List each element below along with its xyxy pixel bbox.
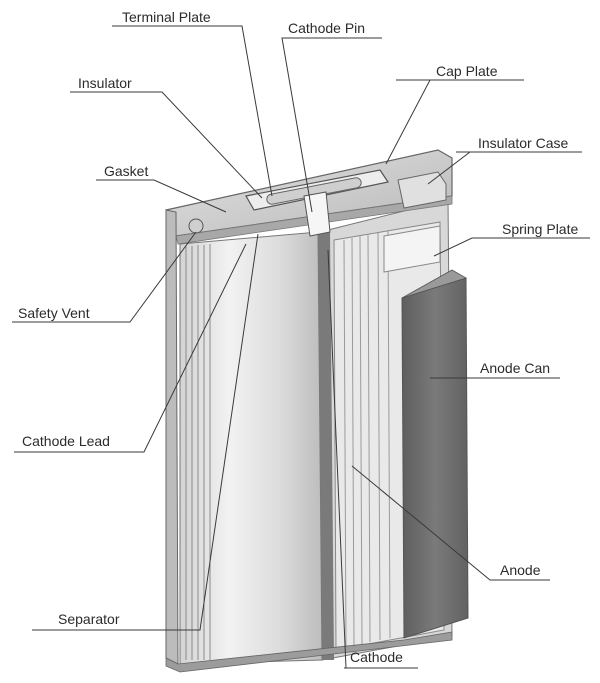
leader-terminal-plate bbox=[112, 25, 273, 197]
label-anode-can: Anode Can bbox=[480, 360, 550, 376]
case-bottom bbox=[165, 631, 453, 673]
battery-body bbox=[165, 149, 469, 673]
anode-can bbox=[401, 277, 469, 639]
case-left-wall bbox=[165, 209, 179, 665]
leader-anode bbox=[351, 465, 550, 581]
label-separator: Separator bbox=[58, 611, 120, 627]
leader-lines bbox=[12, 25, 590, 669]
leader-safety-vent bbox=[12, 231, 197, 323]
separator-layers bbox=[185, 244, 211, 660]
center-cavity bbox=[318, 231, 334, 660]
leader-insulator bbox=[70, 91, 263, 199]
anode-can-top bbox=[401, 269, 467, 299]
leader-gasket bbox=[96, 179, 227, 213]
label-safety-vent: Safety Vent bbox=[18, 305, 90, 321]
label-cathode-lead: Cathode Lead bbox=[22, 433, 110, 449]
leader-cathode bbox=[327, 249, 418, 669]
anode-layers bbox=[343, 230, 391, 649]
leader-spring-plate bbox=[433, 237, 590, 257]
insulator-case bbox=[397, 171, 447, 209]
leader-cathode-lead bbox=[14, 243, 247, 453]
leader-cap-plate bbox=[385, 79, 524, 165]
leader-insulator-case bbox=[427, 151, 582, 185]
label-terminal-plate: Terminal Plate bbox=[122, 9, 211, 25]
labels: Terminal Plate Cathode Pin Insulator Cap… bbox=[18, 9, 578, 665]
spring-plate bbox=[383, 225, 441, 273]
leader-cathode-pin bbox=[281, 37, 382, 213]
label-insulator: Insulator bbox=[78, 75, 132, 91]
safety-vent bbox=[188, 218, 204, 234]
label-cathode: Cathode bbox=[350, 649, 403, 665]
label-gasket: Gasket bbox=[104, 163, 148, 179]
label-insulator-case: Insulator Case bbox=[478, 135, 568, 151]
leader-separator bbox=[32, 233, 259, 631]
electrode-roll bbox=[179, 231, 323, 665]
cathode-pin bbox=[303, 191, 331, 237]
label-cathode-pin: Cathode Pin bbox=[288, 20, 365, 36]
label-anode: Anode bbox=[500, 562, 541, 578]
label-cap-plate: Cap Plate bbox=[436, 63, 498, 79]
label-spring-plate: Spring Plate bbox=[502, 221, 578, 237]
